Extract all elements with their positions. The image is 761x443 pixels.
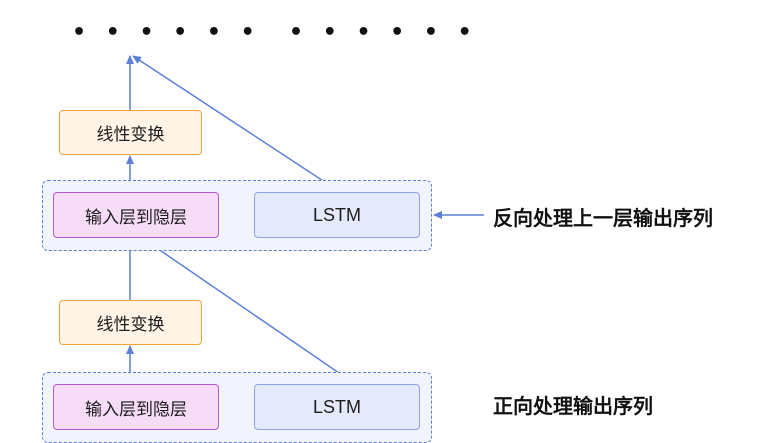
linear-transform-box-lower: 线性变换 [59, 300, 202, 345]
ellipsis-right: • • • • • • [289, 20, 478, 45]
backward-label: 反向处理上一层输出序列 [493, 206, 713, 230]
lstm-box-lower: LSTM [254, 384, 420, 430]
forward-label: 正向处理输出序列 [493, 394, 653, 418]
input-to-hidden-box-upper: 输入层到隐层 [53, 192, 219, 238]
input-to-hidden-box-lower: 输入层到隐层 [53, 384, 219, 430]
lstm-box-upper: LSTM [254, 192, 420, 238]
arrow-lstm-upper-to-dots [132, 55, 341, 193]
ellipsis-left: • • • • • • [72, 20, 261, 45]
linear-transform-box-upper: 线性变换 [59, 110, 202, 155]
arrow-lstm-lower-to-input-upper [147, 241, 356, 385]
